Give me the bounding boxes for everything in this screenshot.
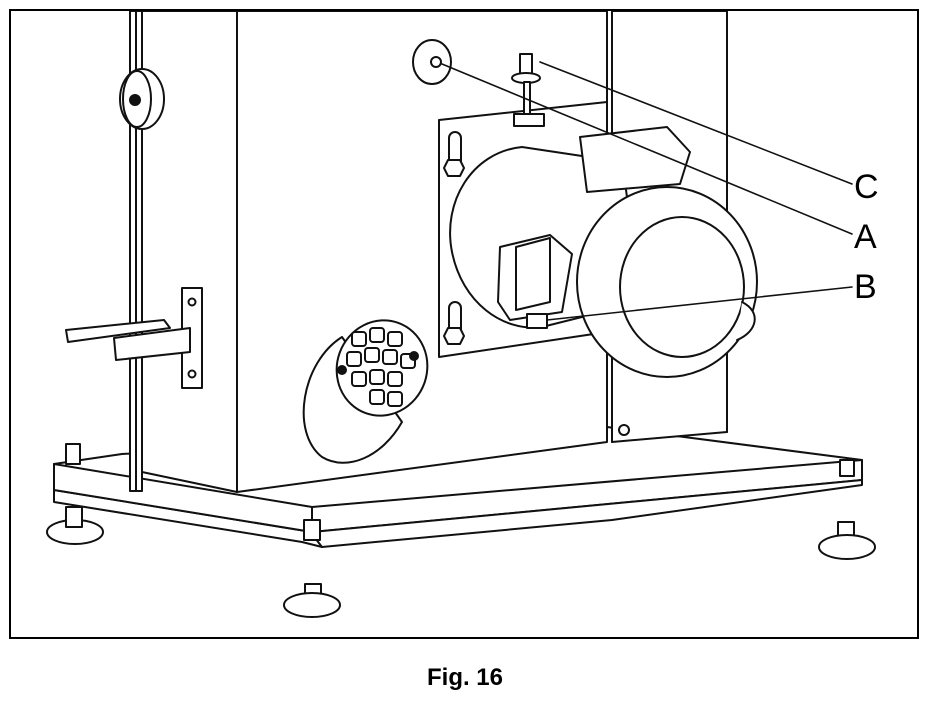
leader-line-c [539,61,853,185]
leveling-feet [46,443,876,618]
callout-label-b: B [854,268,877,306]
leader-lines [441,61,853,321]
callout-label-c: C [854,168,879,206]
knob [119,68,165,130]
foot-back-right [818,459,876,560]
leader-line-a [441,63,853,235]
figure-caption: Fig. 16 [426,664,504,691]
dust-port [302,319,429,464]
foot-front-left [46,443,104,545]
figure-frame: C A B [9,9,919,639]
side-bracket [65,287,203,389]
pivot-washer [412,39,452,85]
callout-label-a: A [854,218,877,256]
left-column [129,11,143,492]
foot-front-middle [283,519,341,618]
leader-line-b [546,286,853,321]
motor [449,126,758,378]
machine-illustration: C A B [46,11,879,618]
